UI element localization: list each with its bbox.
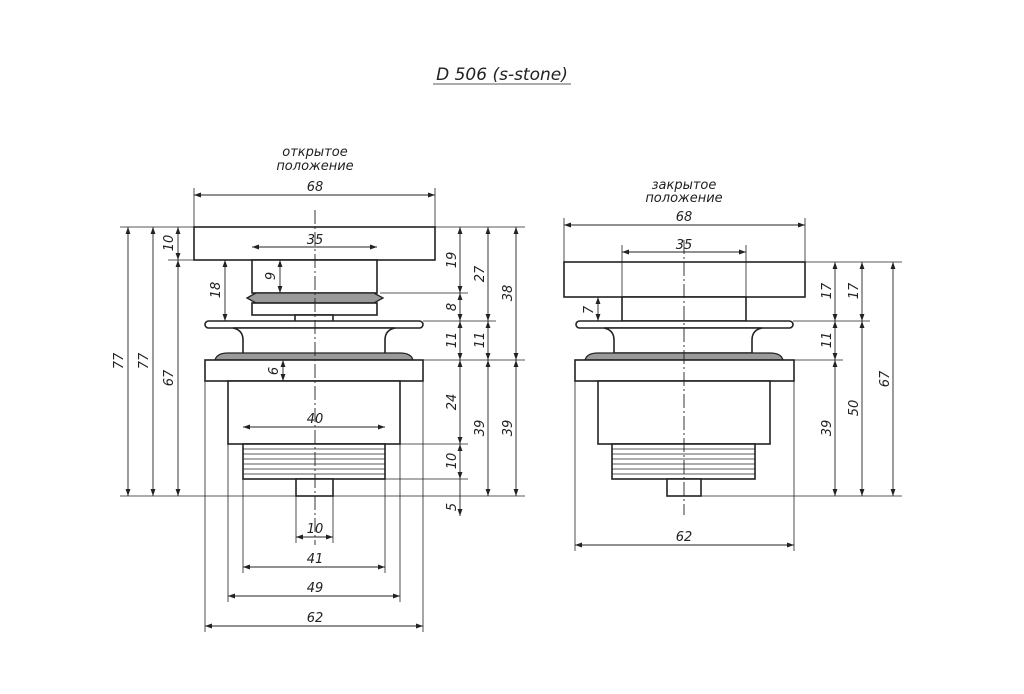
closed-dim-17-b: 17 <box>847 282 862 299</box>
open-extension-lines <box>120 188 525 632</box>
dim-38: 38 <box>501 285 516 302</box>
dim-10-tail: 10 <box>307 522 324 537</box>
closed-dimensions: 68 35 62 7 17 11 39 17 50 67 <box>564 210 896 548</box>
closed-label-2: положение <box>645 191 722 206</box>
dim-18: 18 <box>209 282 224 299</box>
dim-5: 5 <box>445 503 460 511</box>
dim-9: 9 <box>264 272 279 280</box>
drawing-title: D 506 (s-stone) <box>436 65 568 85</box>
dim-68: 68 <box>307 180 324 195</box>
dim-19: 19 <box>445 252 460 269</box>
open-dimensions: 68 35 40 10 41 49 62 77 77 10 67 18 9 <box>112 180 519 629</box>
closed-dim-62: 62 <box>676 530 693 545</box>
dim-77-a: 77 <box>112 352 127 369</box>
dim-11-b: 11 <box>473 332 488 349</box>
dim-35: 35 <box>307 233 324 248</box>
open-label-1: открытое <box>282 145 347 160</box>
closed-dim-7: 7 <box>582 305 597 314</box>
dim-67: 67 <box>162 369 177 386</box>
dim-49: 49 <box>307 581 324 596</box>
closed-dim-35: 35 <box>676 238 693 253</box>
closed-label-1: закрытое <box>652 178 717 193</box>
open-label-2: положение <box>276 159 353 174</box>
dim-8: 8 <box>445 303 460 311</box>
dim-40: 40 <box>307 412 324 427</box>
closed-dim-39: 39 <box>820 420 835 437</box>
dim-10-cap: 10 <box>162 235 177 252</box>
dim-41: 41 <box>307 552 324 567</box>
closed-part-outline <box>563 240 806 515</box>
dim-39-b: 39 <box>501 420 516 437</box>
open-part-outline <box>193 210 436 545</box>
dim-24: 24 <box>445 394 460 411</box>
closed-dim-50: 50 <box>847 400 862 417</box>
closed-dim-67: 67 <box>878 370 893 387</box>
dim-11-a: 11 <box>445 332 460 349</box>
closed-position-view: закрытое положение <box>563 178 902 551</box>
closed-dim-68: 68 <box>676 210 693 225</box>
dim-77-b: 77 <box>137 352 152 369</box>
closed-dim-17-a: 17 <box>820 282 835 299</box>
dim-27: 27 <box>473 265 488 282</box>
open-position-view: открытое положение <box>112 145 525 632</box>
dim-10-thread: 10 <box>445 453 460 470</box>
dim-6: 6 <box>267 367 282 375</box>
dim-39-a: 39 <box>473 420 488 437</box>
closed-dim-11: 11 <box>820 332 835 349</box>
dim-62: 62 <box>307 611 324 626</box>
